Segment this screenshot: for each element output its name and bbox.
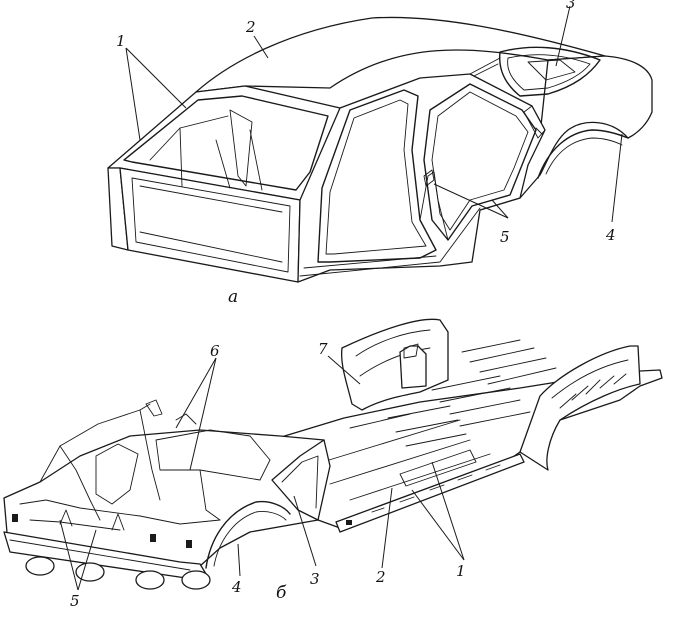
rear-wheel-housing-left	[340, 318, 449, 411]
label-b-1: 1	[456, 562, 466, 580]
front-frame-details	[19, 399, 271, 531]
front-wheel-arch	[205, 500, 291, 569]
label-b-2: 2	[375, 568, 386, 586]
rear-wheel-arch	[537, 129, 629, 179]
label-a-4: 4	[605, 226, 616, 244]
label-b-3: 3	[310, 570, 320, 588]
roof-panel	[195, 16, 606, 93]
mounting-holes	[12, 514, 352, 548]
rear-door-opening	[423, 83, 537, 241]
label-b-7: 7	[318, 340, 328, 358]
side-frame	[297, 73, 546, 283]
rear-window-frame	[498, 46, 601, 97]
front-wheels	[25, 556, 211, 590]
label-a-3: 3	[566, 0, 576, 12]
longitudinal-rail	[335, 453, 525, 533]
underbody-drawing: 6 7 1 2 3 4 5 б	[3, 318, 663, 610]
floor-ribs	[349, 339, 557, 447]
label-b-5: 5	[70, 592, 80, 610]
label-b-4: 4	[231, 578, 242, 596]
caption-b: б	[276, 583, 287, 603]
label-a-2: 2	[245, 18, 256, 36]
leader-lines-a	[125, 5, 623, 223]
label-b-6: 6	[210, 342, 220, 360]
label-a-1: 1	[116, 32, 126, 50]
body-shell-drawing: 1 2 3 4 5 а	[107, 0, 653, 307]
label-a-5: 5	[500, 228, 510, 246]
caption-a: а	[228, 287, 238, 307]
front-door-opening	[317, 89, 437, 263]
leader-lines-b	[59, 355, 465, 591]
rear-wheel-housing-right	[519, 345, 641, 471]
